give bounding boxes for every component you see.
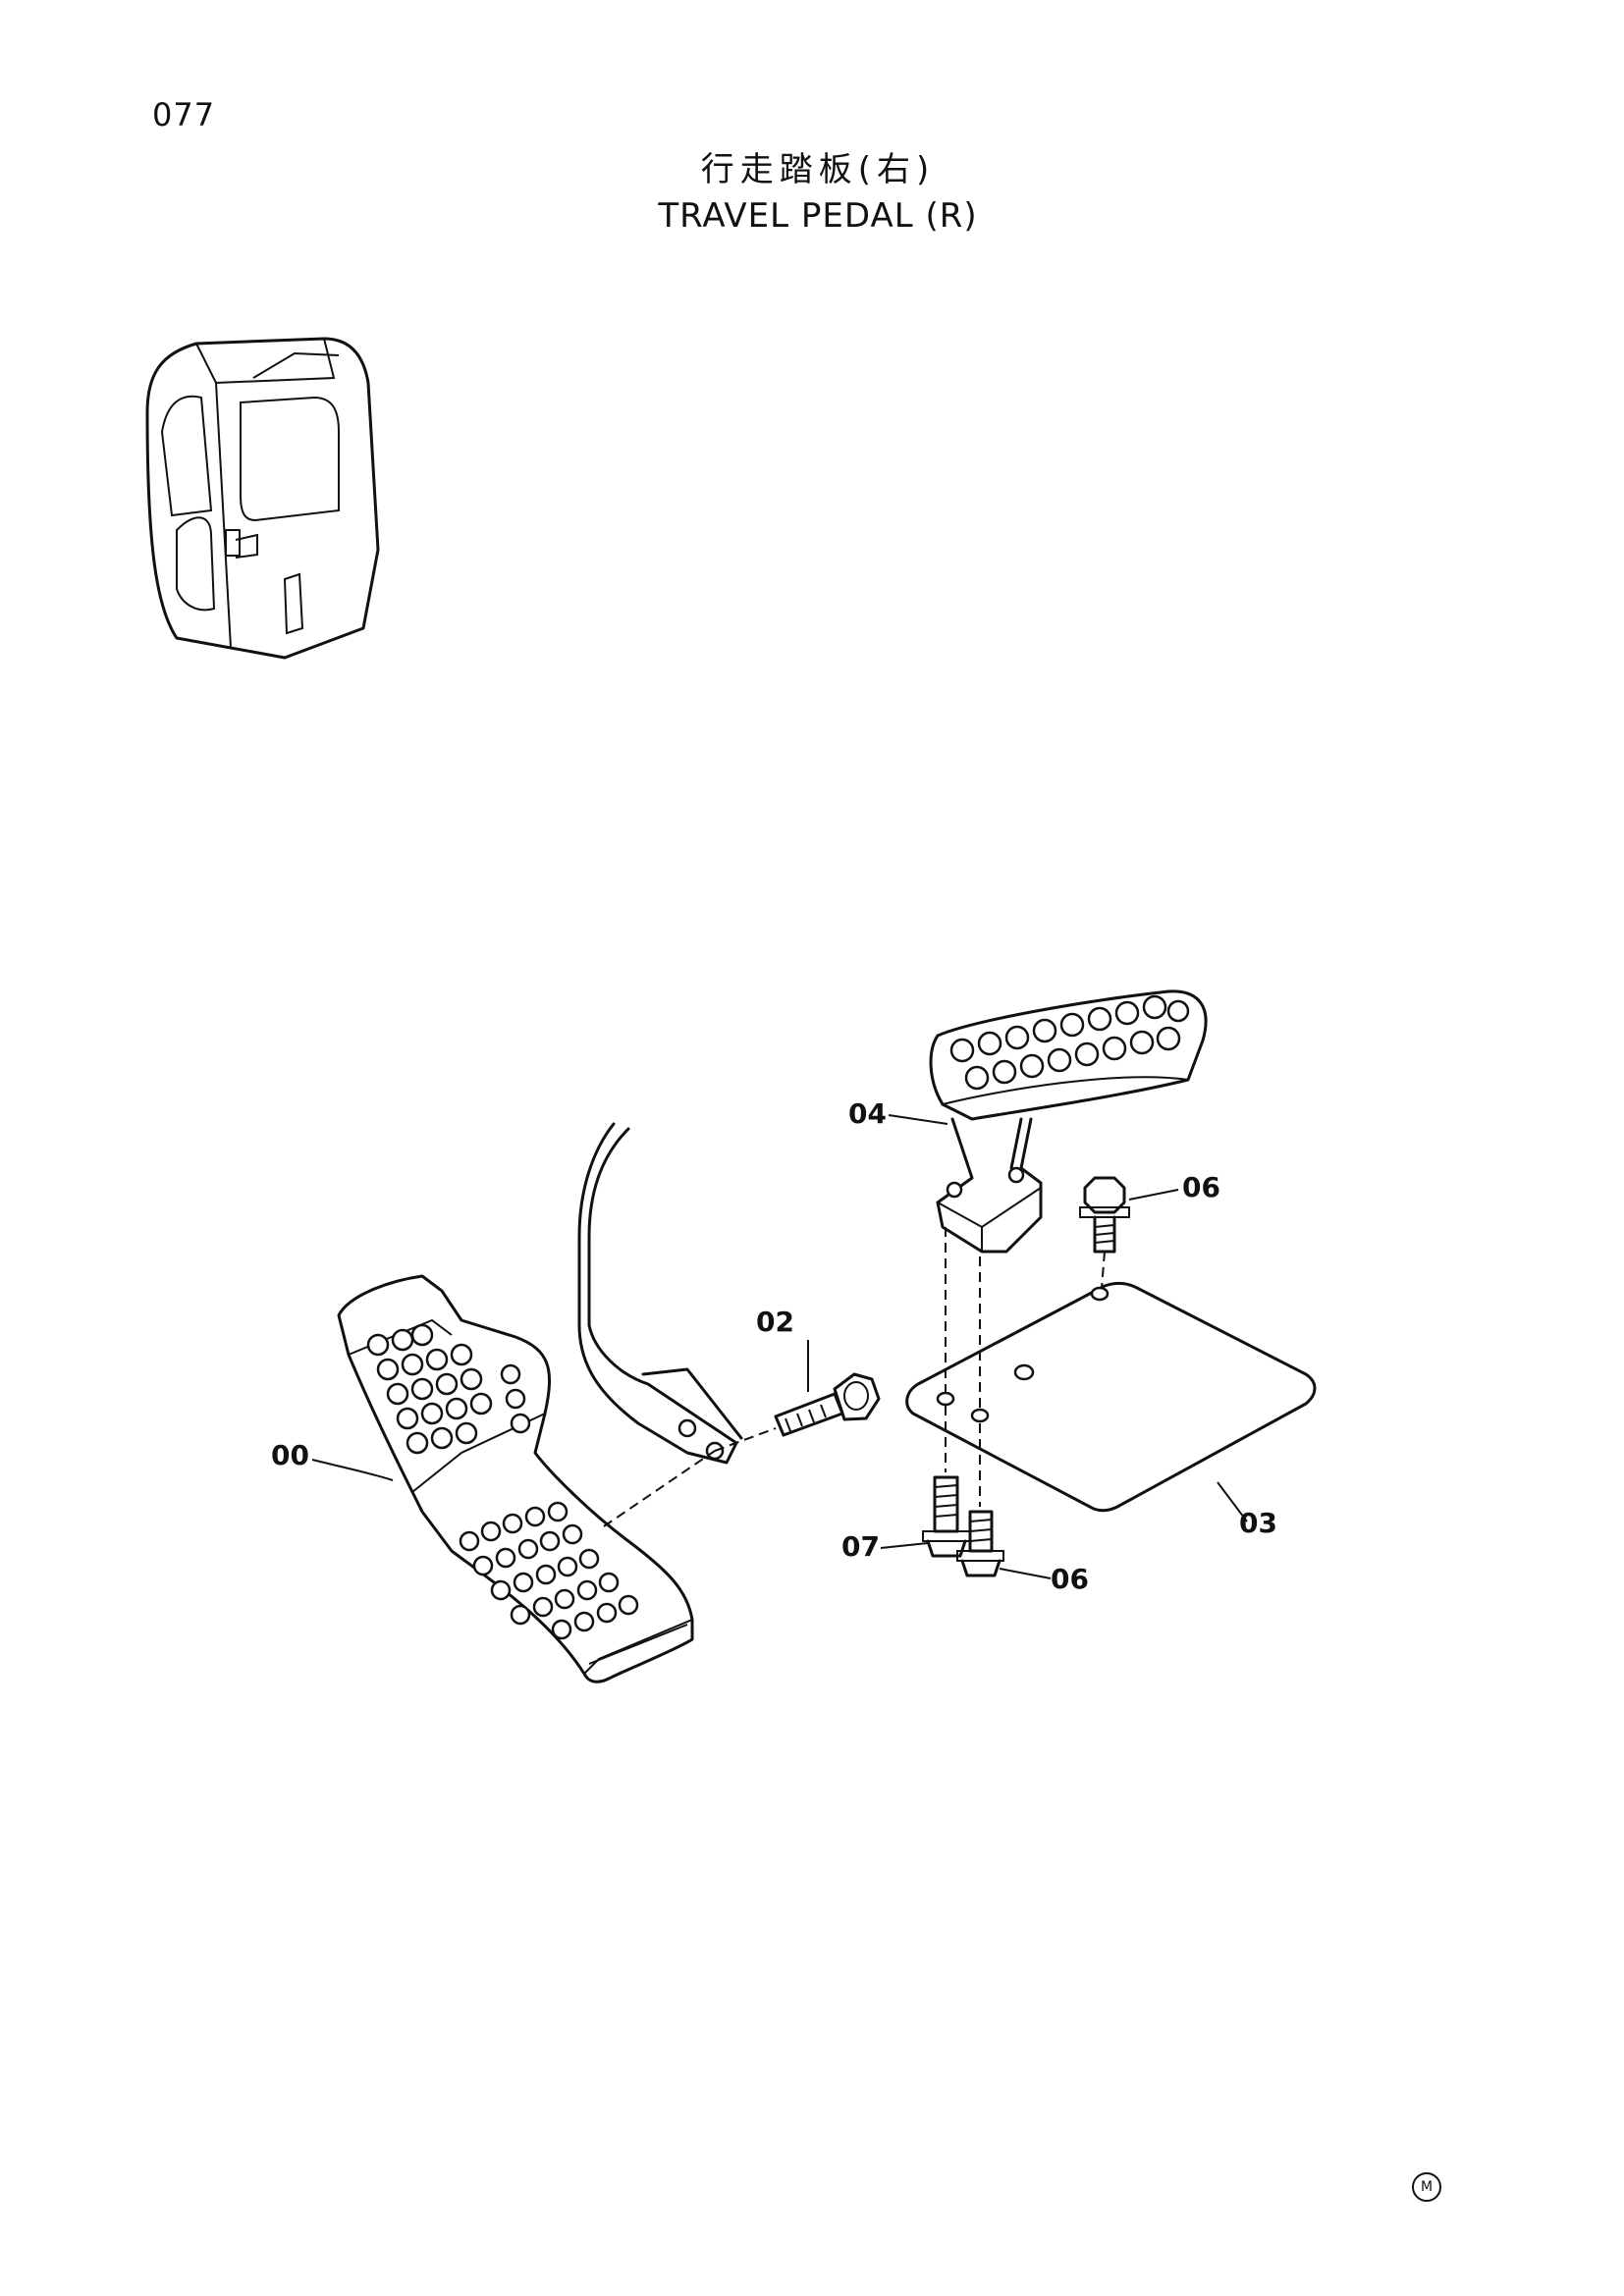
cab-locator-illustration: [145, 337, 380, 660]
title-japanese: 行走踏板(右): [700, 150, 936, 189]
bolt-07: [922, 1227, 971, 1558]
callout-06-top: 06: [1182, 1171, 1220, 1203]
callout-00: 00: [271, 1439, 309, 1471]
page-number: 077: [152, 96, 216, 133]
callout-03: 03: [1239, 1507, 1277, 1539]
travel-pedal-00: [337, 1274, 694, 1683]
manufacturer-mark-icon: M: [1412, 2172, 1441, 2202]
title-english: TRAVEL PEDAL (R): [658, 196, 978, 236]
title-block: 行走踏板(右) TRAVEL PEDAL (R): [0, 142, 1624, 236]
pedal-00-grip-holes: [366, 1323, 639, 1640]
callout-06-bottom: 06: [1051, 1563, 1089, 1595]
leader-lines: [311, 1114, 1248, 1579]
callout-04: 04: [848, 1097, 887, 1130]
bolt-06-bottom: [956, 1256, 1004, 1577]
lever-bracket: [577, 1122, 743, 1465]
plate-03: [905, 1281, 1317, 1513]
callout-07: 07: [841, 1530, 880, 1563]
callout-02: 02: [756, 1306, 794, 1338]
pedal-04-grip-holes: [949, 994, 1190, 1091]
pedal-04: [929, 989, 1208, 1254]
bolt-02: [603, 1372, 881, 1527]
bolt-06-top: [1079, 1176, 1130, 1289]
